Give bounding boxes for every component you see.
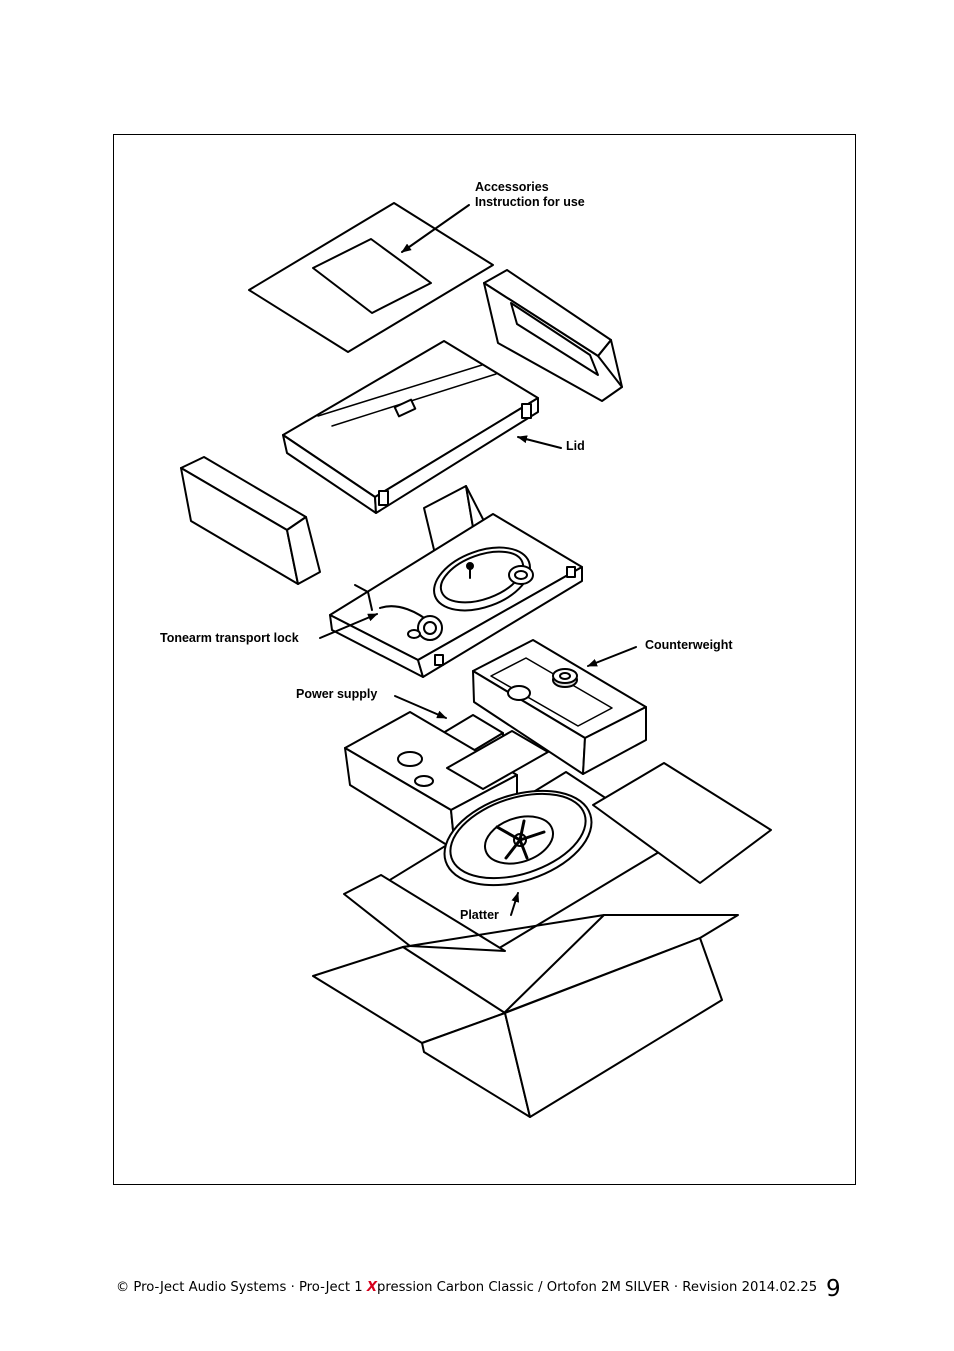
diagram-frame bbox=[113, 134, 856, 1185]
label-counterweight: Counterweight bbox=[645, 638, 733, 652]
page-number: 9 bbox=[826, 1276, 841, 1302]
footer-suffix: pression Carbon Classic / Ortofon 2M SIL… bbox=[376, 1280, 818, 1295]
platter-sheet bbox=[379, 771, 675, 951]
footer-accent-letter: X bbox=[366, 1280, 377, 1295]
foam-block-right bbox=[483, 269, 623, 402]
turntable bbox=[329, 513, 583, 678]
label-instruction: Instruction for use bbox=[475, 195, 585, 209]
footer-copyright: © Pro-Ject Audio Systems · Pro-Ject 1 Xp… bbox=[116, 1280, 817, 1295]
label-platter: Platter bbox=[460, 908, 499, 922]
foam-block-left bbox=[180, 456, 321, 585]
label-lid: Lid bbox=[566, 439, 585, 453]
footer-prefix: © Pro-Ject Audio Systems · Pro-Ject 1 bbox=[116, 1280, 367, 1295]
callout-arrows bbox=[319, 204, 637, 916]
accessories-sheet bbox=[248, 202, 494, 353]
label-accessories: Accessories bbox=[475, 180, 549, 194]
label-tonearm-lock: Tonearm transport lock bbox=[160, 631, 299, 645]
label-power-supply: Power supply bbox=[296, 687, 378, 701]
lower-foam-tray bbox=[344, 711, 549, 851]
counterweight-tray bbox=[472, 639, 647, 775]
cardboard-box bbox=[312, 762, 772, 1118]
lid bbox=[282, 340, 539, 514]
